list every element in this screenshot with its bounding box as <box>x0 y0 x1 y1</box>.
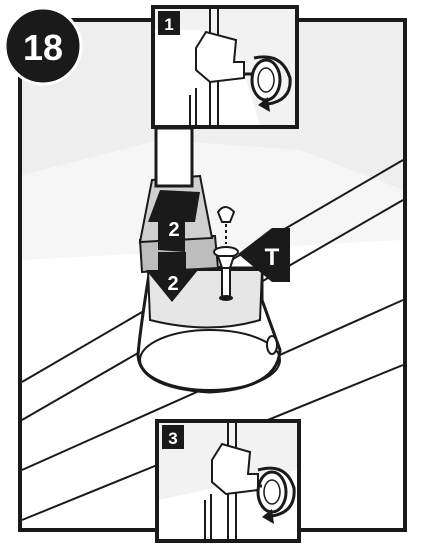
inset-top: 1 <box>153 7 297 127</box>
inset-top-label: 1 <box>164 15 173 34</box>
arrow-up-label: 2 <box>168 219 179 241</box>
step-number: 18 <box>23 27 63 68</box>
inset-bottom: 3 <box>157 421 299 541</box>
arrow-down-label: 2 <box>167 273 178 295</box>
step-badge: 18 <box>5 8 81 84</box>
part-t-label: T <box>265 244 280 271</box>
inset-bottom-label: 3 <box>168 429 177 448</box>
